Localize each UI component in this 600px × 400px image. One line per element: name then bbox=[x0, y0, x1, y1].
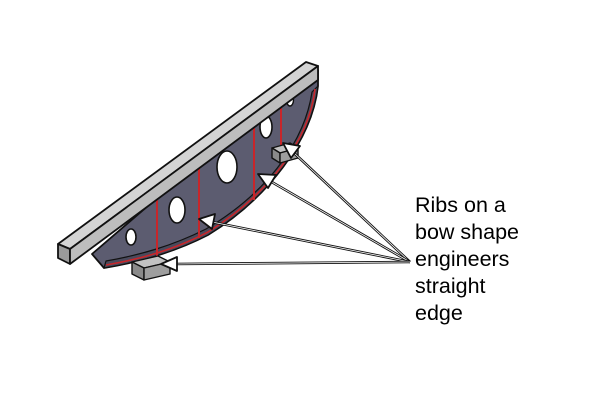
arrow-to-left-foot bbox=[160, 256, 411, 272]
arrow-to-right-foot bbox=[282, 142, 411, 263]
caption-label: Ribs on a bow shape engineers straight e… bbox=[415, 192, 595, 327]
caption-line-3: engineers bbox=[415, 247, 510, 271]
caption-line-2: bow shape bbox=[415, 220, 519, 244]
lightening-hole-1 bbox=[125, 228, 137, 246]
lightening-hole-2 bbox=[168, 196, 186, 224]
bow-edge-highlight bbox=[105, 88, 316, 266]
arrow-to-upper-rib bbox=[257, 173, 411, 264]
caption-line-1: Ribs on a bbox=[415, 193, 506, 217]
caption-line-5: edge bbox=[415, 301, 463, 325]
caption-line-4: straight bbox=[415, 274, 486, 298]
straight-edge-side-face bbox=[69, 65, 319, 265]
arrow-to-middle-rib bbox=[198, 213, 411, 264]
straight-edge-bar bbox=[57, 61, 319, 265]
lightening-hole-3 bbox=[216, 150, 238, 184]
pointer-arrows bbox=[160, 142, 411, 272]
